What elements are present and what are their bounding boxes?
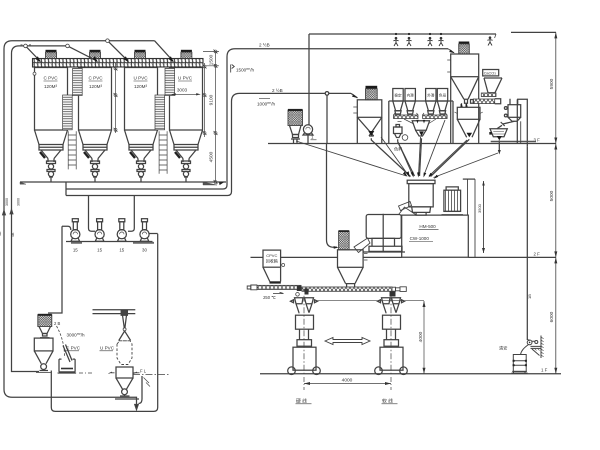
svg-text:U PVC: U PVC — [178, 76, 193, 81]
svg-text:3500: 3500 — [477, 203, 482, 213]
svg-text:1500: 1500 — [209, 54, 215, 65]
svg-text:6000: 6000 — [549, 311, 555, 322]
svg-text:F L: F L — [140, 369, 147, 374]
svg-text:C PVC: C PVC — [43, 76, 58, 81]
svg-text:2 F: 2 F — [534, 252, 541, 257]
svg-text:回收箱: 回收箱 — [266, 258, 278, 264]
svg-text:1 F: 1 F — [541, 368, 548, 373]
svg-text:1: 1 — [311, 135, 314, 140]
svg-text:C PVC: C PVC — [88, 76, 103, 81]
svg-text:30: 30 — [142, 248, 147, 253]
svg-text:CW-1000: CW-1000 — [410, 236, 430, 241]
svg-text:4B: 4B — [11, 232, 15, 237]
svg-text:9100: 9100 — [209, 94, 215, 105]
svg-text:15: 15 — [73, 248, 78, 253]
svg-text:3003: 3003 — [177, 88, 188, 93]
svg-text:3000: 3000 — [17, 198, 21, 206]
svg-text:软 线: 软 线 — [382, 398, 393, 405]
svg-text:清安: 清安 — [499, 345, 507, 352]
svg-text:2 ½B: 2 ½B — [272, 87, 283, 93]
svg-text:HM-500: HM-500 — [419, 224, 436, 229]
svg-text:2 ½B: 2 ½B — [259, 42, 270, 48]
svg-text:120M³: 120M³ — [134, 84, 147, 89]
svg-text:2 B: 2 B — [54, 321, 60, 326]
svg-text:15: 15 — [119, 248, 124, 253]
svg-text:外滑: 外滑 — [427, 93, 435, 98]
svg-text:CaCO3: CaCO3 — [484, 72, 497, 76]
svg-text:3000m³/h: 3000m³/h — [67, 332, 85, 338]
svg-text:内滑: 内滑 — [407, 93, 415, 98]
svg-text:120M³: 120M³ — [89, 84, 102, 89]
svg-text:硬 线: 硬 线 — [296, 398, 307, 405]
svg-text:CPVC: CPVC — [266, 253, 277, 258]
svg-text:5000: 5000 — [549, 190, 555, 201]
svg-text:4500: 4500 — [209, 151, 215, 162]
svg-text:250 ℃: 250 ℃ — [263, 295, 276, 300]
svg-text:1000m³/h: 1000m³/h — [257, 101, 275, 107]
svg-text:4000: 4000 — [418, 331, 424, 342]
svg-text:U PVC: U PVC — [100, 346, 115, 351]
svg-text:4B: 4B — [0, 231, 2, 236]
svg-text:C PVC: C PVC — [66, 346, 81, 351]
svg-text:1500m³/h: 1500m³/h — [236, 67, 254, 73]
svg-text:5900: 5900 — [549, 78, 555, 89]
svg-text:120M³: 120M³ — [44, 84, 57, 89]
svg-text:3 F: 3 F — [534, 138, 541, 143]
svg-text:U PVC: U PVC — [133, 76, 148, 81]
svg-text:色料: 色料 — [394, 146, 403, 153]
svg-text:1B: 1B — [527, 294, 532, 299]
svg-text:色母: 色母 — [439, 93, 447, 98]
svg-text:稳定: 稳定 — [394, 93, 402, 98]
svg-text:3000: 3000 — [5, 198, 9, 206]
svg-text:4000: 4000 — [342, 378, 353, 384]
svg-text:15: 15 — [97, 248, 102, 253]
